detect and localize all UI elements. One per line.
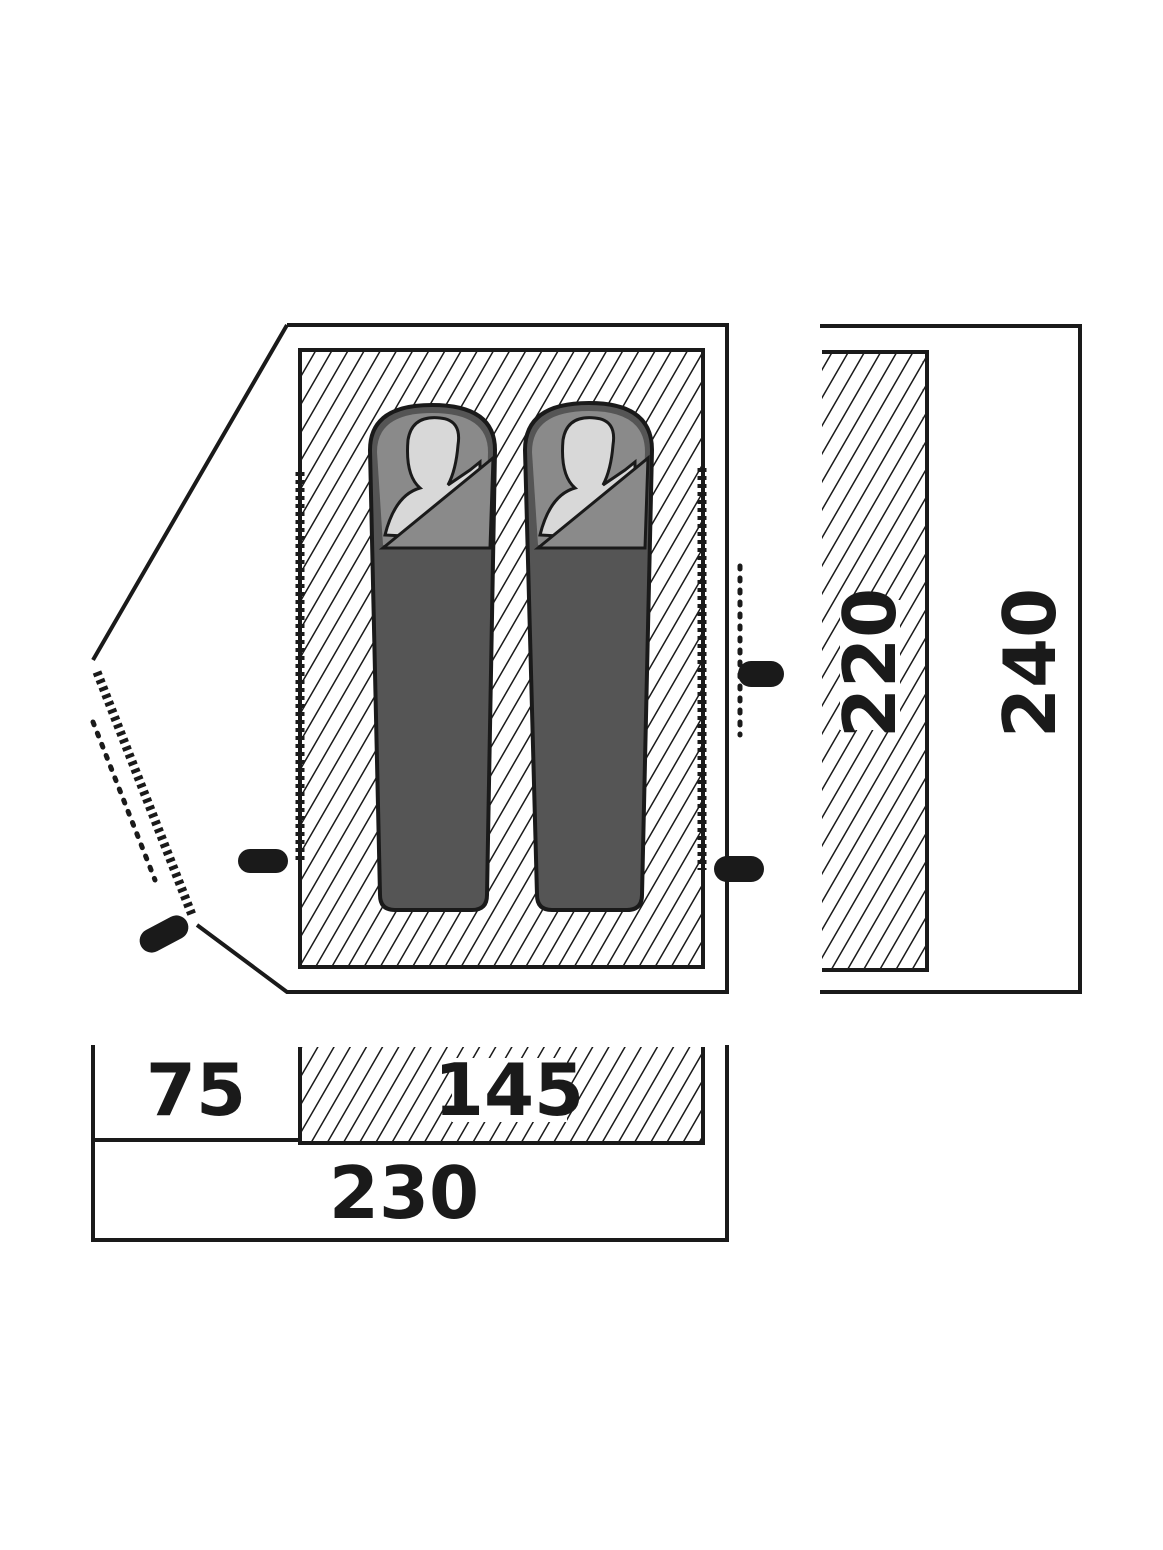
total-width-bracket bbox=[91, 1045, 729, 1242]
tent-outer-outline bbox=[91, 323, 729, 994]
outer-length-label: 240 bbox=[988, 588, 1072, 738]
sleeping-bag bbox=[367, 402, 498, 912]
door-dotted-line bbox=[90, 719, 158, 883]
outer-length-bracket bbox=[820, 324, 1082, 994]
peg-icon bbox=[714, 856, 764, 882]
inner-length-label: 220 bbox=[828, 588, 912, 738]
door-zipper bbox=[92, 670, 197, 917]
vestibule-depth-label: 75 bbox=[146, 1048, 246, 1132]
peg-icons bbox=[139, 661, 784, 953]
peg-icon bbox=[738, 661, 784, 687]
inner-width-label: 145 bbox=[434, 1048, 584, 1132]
total-width-label: 230 bbox=[329, 1151, 479, 1235]
peg-icon bbox=[238, 849, 288, 873]
sleeping-bag bbox=[522, 400, 655, 912]
peg-icon bbox=[139, 915, 189, 953]
